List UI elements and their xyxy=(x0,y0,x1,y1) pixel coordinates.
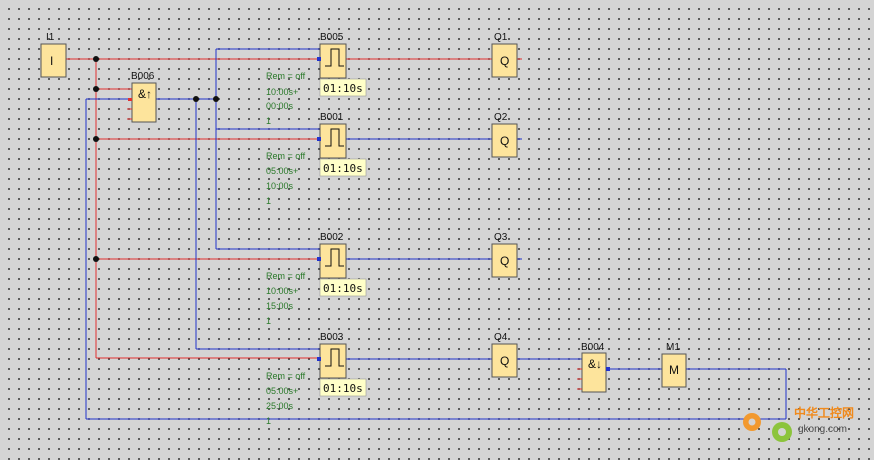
block-b003-label: B003 xyxy=(320,332,344,343)
block-b003[interactable]: B003 01:10s Rem = off 05:00s+ 25:00s 1 xyxy=(266,332,367,426)
block-q2-label: Q2 xyxy=(494,112,508,123)
block-b001-rem: Rem = off xyxy=(266,151,306,161)
block-q4[interactable]: Q4 Q xyxy=(491,332,518,378)
block-m1-symbol: M xyxy=(669,363,679,377)
block-b005-time: 01:10s xyxy=(323,82,363,95)
watermark: 中华工控网 gkong.com xyxy=(743,405,854,442)
block-q4-label: Q4 xyxy=(494,332,508,343)
block-b004-symbol: &↓ xyxy=(588,357,602,371)
blue-wires xyxy=(85,48,787,420)
block-q2[interactable]: Q2 Q xyxy=(491,112,518,158)
block-b001-p2: 10:00s xyxy=(266,181,294,191)
block-b006-label: B006 xyxy=(131,71,155,82)
block-b005-label: B005 xyxy=(320,32,344,43)
block-b002[interactable]: B002 01:10s Rem = off 10:00s+ 15:00s 1 xyxy=(266,232,367,326)
block-b001[interactable]: B001 01:10s Rem = off 05:00s+ 10:00s 1 xyxy=(266,112,367,206)
block-b002-rem: Rem = off xyxy=(266,271,306,281)
block-b001-p3: 1 xyxy=(266,196,271,206)
block-i1[interactable]: I1 I xyxy=(40,32,67,78)
block-b005-p2: 00:00s xyxy=(266,101,294,111)
block-b005-rem: Rem = off xyxy=(266,71,306,81)
block-b001-label: B001 xyxy=(320,112,344,123)
block-b003-p3: 1 xyxy=(266,416,271,426)
watermark-url: gkong.com xyxy=(798,424,847,435)
block-b005[interactable]: B005 01:10s Rem = off 10:00s+ 00:00s 1 xyxy=(266,32,367,126)
block-b002-p2: 15:00s xyxy=(266,301,294,311)
block-b002-p1: 10:00s+ xyxy=(266,286,298,296)
block-q4-symbol: Q xyxy=(500,354,509,368)
timer-pulse-icon xyxy=(325,48,344,67)
timer-pulse-icon xyxy=(325,248,344,267)
timer-pulse-icon xyxy=(325,348,344,367)
block-b003-p2: 25:00s xyxy=(266,401,294,411)
block-b006[interactable]: B006 &↑ xyxy=(127,71,157,123)
block-q3-label: Q3 xyxy=(494,232,508,243)
block-q1-label: Q1 xyxy=(494,32,508,43)
block-q3-symbol: Q xyxy=(500,254,509,268)
block-q1[interactable]: Q1 Q xyxy=(491,32,518,78)
watermark-brand: 中华工控网 xyxy=(794,405,854,420)
block-b002-p3: 1 xyxy=(266,316,271,326)
block-b005-p1: 10:00s+ xyxy=(266,87,298,97)
junctions xyxy=(93,56,219,262)
block-q1-symbol: Q xyxy=(500,54,509,68)
block-b004-label: B004 xyxy=(581,342,605,353)
block-b001-p1: 05:00s+ xyxy=(266,166,298,176)
block-m1[interactable]: M1 M xyxy=(661,342,687,388)
block-b004[interactable]: B004 &↓ xyxy=(577,342,610,393)
block-b002-time: 01:10s xyxy=(323,282,363,295)
block-b003-rem: Rem = off xyxy=(266,371,306,381)
block-b002-label: B002 xyxy=(320,232,344,243)
red-wires xyxy=(66,58,522,359)
block-i1-symbol: I xyxy=(50,54,53,68)
block-b003-time: 01:10s xyxy=(323,382,363,395)
block-b001-time: 01:10s xyxy=(323,162,363,175)
block-m1-label: M1 xyxy=(666,342,680,353)
timer-pulse-icon xyxy=(325,128,344,147)
block-b003-p1: 05:00s+ xyxy=(266,386,298,396)
block-i1-label: I1 xyxy=(46,32,55,43)
block-b006-symbol: &↑ xyxy=(138,87,152,101)
block-q3[interactable]: Q3 Q xyxy=(491,232,518,278)
block-q2-symbol: Q xyxy=(500,134,509,148)
block-b005-p3: 1 xyxy=(266,116,271,126)
